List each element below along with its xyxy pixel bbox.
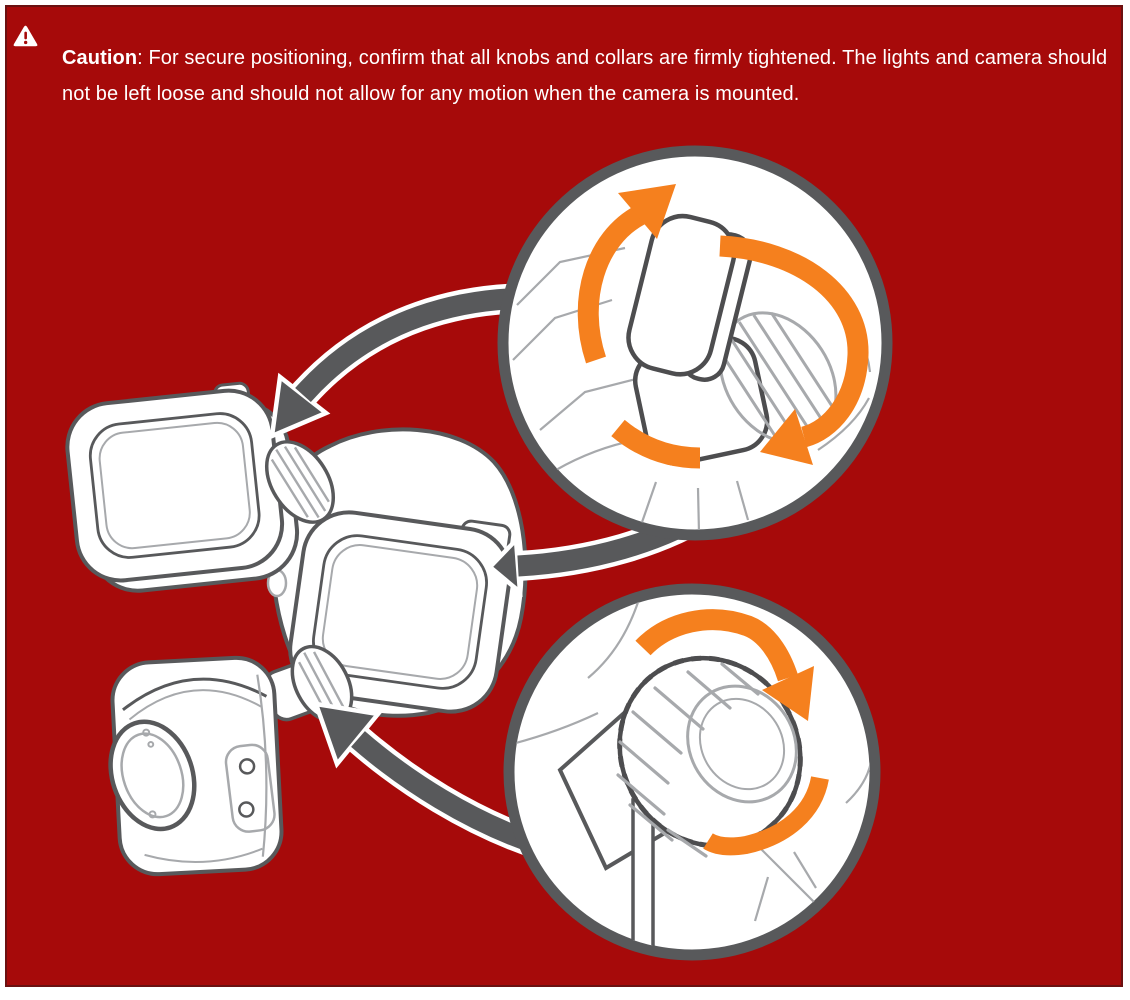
left-light-head <box>65 381 300 593</box>
camera-lens <box>108 719 197 832</box>
detail-circle-collar <box>503 583 881 961</box>
caution-separator: : <box>137 47 149 69</box>
detail-circle-knob <box>497 145 893 541</box>
camera-dot <box>142 728 151 737</box>
right-light-head <box>288 510 512 714</box>
camera-screw <box>238 758 256 775</box>
camera-dot <box>147 740 155 748</box>
callout-arrow-camera-collar-icon <box>312 701 545 860</box>
caution-body: For secure positioning, confirm that all… <box>62 47 1108 105</box>
camera-side-plate <box>224 743 276 833</box>
caution-label: Caution <box>62 47 138 69</box>
background-housing-lines <box>514 595 870 922</box>
rotate-arrow-icon <box>577 184 869 469</box>
warning-triangle-icon <box>13 25 38 48</box>
wing-knob <box>626 213 753 382</box>
camera-dot <box>148 810 157 819</box>
camera-screw <box>238 801 255 818</box>
floodlight-device <box>65 381 528 877</box>
caution-text: Caution: For secure positioning, confirm… <box>62 41 1116 112</box>
knurled-collar <box>616 655 803 858</box>
rotate-arrow-icon <box>635 609 829 856</box>
camera-unit <box>108 655 284 877</box>
